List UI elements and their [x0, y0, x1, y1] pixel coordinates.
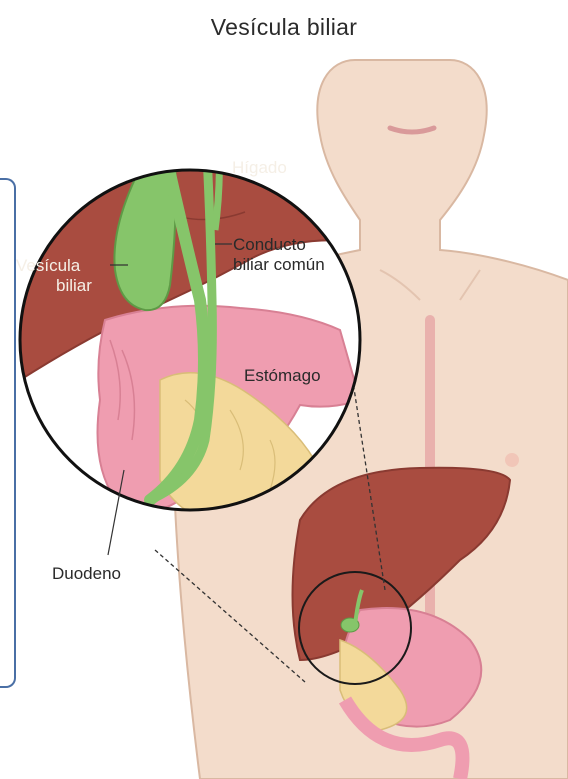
label-higado: Hígado	[232, 158, 287, 178]
label-duodeno: Duodeno	[52, 564, 121, 584]
label-vesicula-line1: Vesícula	[16, 256, 92, 276]
label-conducto-line2: biliar común	[233, 255, 325, 275]
label-conducto-biliar-comun: Conducto biliar común	[233, 235, 325, 275]
label-vesicula-biliar: Vesícula biliar	[16, 256, 92, 296]
label-estomago: Estómago	[244, 366, 321, 386]
label-conducto-line1: Conducto	[233, 235, 325, 255]
diagram-title: Vesícula biliar	[0, 14, 568, 41]
label-vesicula-line2: biliar	[16, 276, 92, 296]
side-frame-bracket	[0, 178, 16, 688]
